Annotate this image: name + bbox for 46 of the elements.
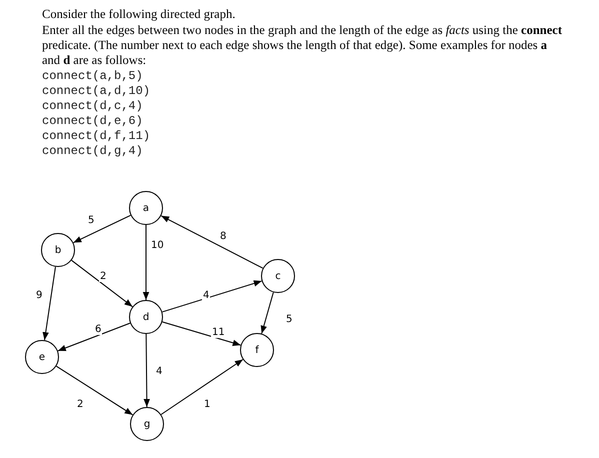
graph-node-circle [130,407,164,441]
arrow [160,215,264,269]
edge-label: 8 [219,231,228,242]
edge-label: 4 [202,290,210,301]
graph-node-circle [240,333,274,367]
arrow [57,322,131,352]
code-line: connect(d,e,6) [42,114,143,129]
arrow [162,280,262,312]
code-line: connect(a,d,10) [42,84,150,99]
node-label: e [38,352,46,362]
heading-text: Consider the following directed graph. [42,7,236,22]
graph-node-circle [261,259,295,293]
node-label: f [255,344,259,356]
node-label: c [275,270,281,282]
arrow [42,266,56,341]
code-line: connect(d,c,4) [42,99,143,114]
arrow [56,366,134,416]
node-label: b [54,244,62,256]
code-line: connect(d,f,11) [42,129,150,144]
edge-label: 1 [203,399,212,410]
edge-label: 4 [155,366,164,377]
edge-label: 2 [99,271,108,282]
edge-label: 5 [285,314,294,325]
graph-node-circle [25,340,59,374]
arrow [72,214,132,244]
edge-label: 11 [211,327,226,338]
graph-node-circle [41,233,75,267]
node-label: g [144,418,150,430]
arrow [162,321,242,346]
code-line: connect(a,b,5) [42,69,143,84]
edge-label: 9 [35,290,44,301]
code-line: connect(d,g,4) [42,144,143,159]
graph-node-circle [129,300,163,334]
arrow [144,334,150,408]
graph-node-circle [129,191,163,225]
edge-label: 10 [150,240,165,251]
edge-label: 6 [94,324,102,335]
arrow [260,292,274,334]
node-label: a [142,202,150,214]
arrow [71,260,133,308]
arrow [160,359,244,415]
instruction-paragraph: Enter all the edges between two nodes in the graph and the length of the edge as facts using the connect predicate. (The number next to each edge shows the length of that edge). Some examples for nodes a and d are as follows: [42,23,562,68]
node-label: d [142,312,150,322]
arrow [142,224,150,300]
edge-label: 2 [76,399,84,410]
edge-label: 5 [87,215,96,226]
